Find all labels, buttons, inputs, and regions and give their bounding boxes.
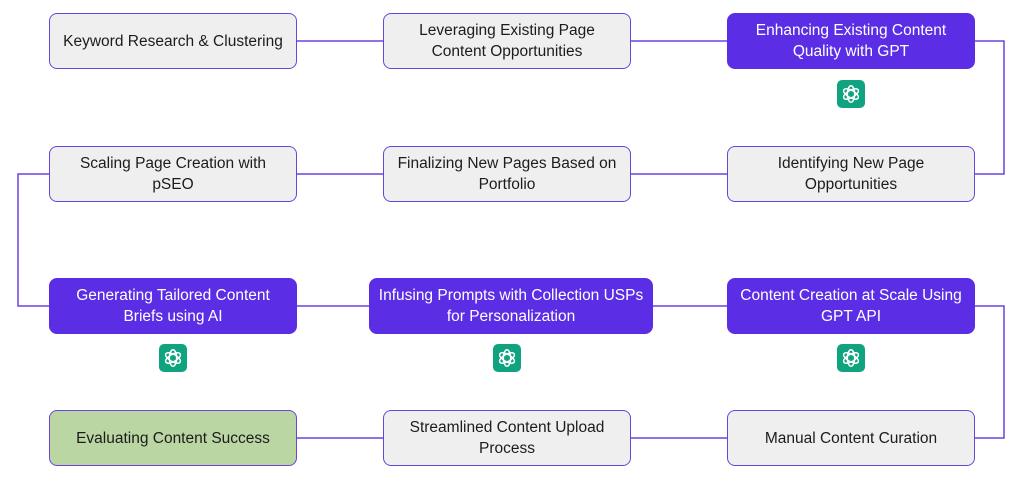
- step-label: Leveraging Existing Page Content Opportu…: [419, 22, 595, 60]
- step-infusing-prompts: Infusing Prompts with Collection USPs fo…: [369, 278, 653, 334]
- openai-logo-icon: [493, 344, 521, 372]
- openai-logo-icon: [159, 344, 187, 372]
- connector-6-7: [17, 173, 49, 307]
- step-label: Finalizing New Pages Based on Portfolio: [397, 155, 617, 193]
- step-keyword-research: Keyword Research & Clustering: [49, 13, 297, 69]
- step-label: Identifying New Page Opportunities: [777, 155, 925, 193]
- connector-3-4: [973, 40, 1005, 175]
- step-identifying-new-pages: Identifying New Page Opportunities: [727, 146, 975, 202]
- step-label: Streamlined Content Upload Process: [409, 419, 605, 457]
- step-content-upload: Streamlined Content Upload Process: [383, 410, 631, 466]
- step-label: Content Creation at Scale Using GPT API: [740, 287, 962, 325]
- step-label: Keyword Research & Clustering: [63, 32, 283, 50]
- step-label: Generating Tailored Content Briefs using…: [76, 287, 270, 325]
- connector-9-10: [973, 305, 1005, 439]
- step-label: Evaluating Content Success: [76, 429, 270, 447]
- step-evaluating-success: Evaluating Content Success: [49, 410, 297, 466]
- step-label: Enhancing Existing Content Quality with …: [755, 22, 947, 60]
- step-label: Scaling Page Creation with pSEO: [79, 155, 267, 193]
- step-label: Manual Content Curation: [764, 429, 938, 447]
- step-enhancing-content-gpt: Enhancing Existing Content Quality with …: [727, 13, 975, 69]
- step-scaling-page-creation: Scaling Page Creation with pSEO: [49, 146, 297, 202]
- step-manual-curation: Manual Content Curation: [727, 410, 975, 466]
- step-finalizing-new-pages: Finalizing New Pages Based on Portfolio: [383, 146, 631, 202]
- step-leveraging-existing-content: Leveraging Existing Page Content Opportu…: [383, 13, 631, 69]
- step-label: Infusing Prompts with Collection USPs fo…: [378, 287, 644, 325]
- openai-logo-icon: [837, 80, 865, 108]
- step-generating-content-briefs: Generating Tailored Content Briefs using…: [49, 278, 297, 334]
- step-content-creation-gpt-api: Content Creation at Scale Using GPT API: [727, 278, 975, 334]
- openai-logo-icon: [837, 344, 865, 372]
